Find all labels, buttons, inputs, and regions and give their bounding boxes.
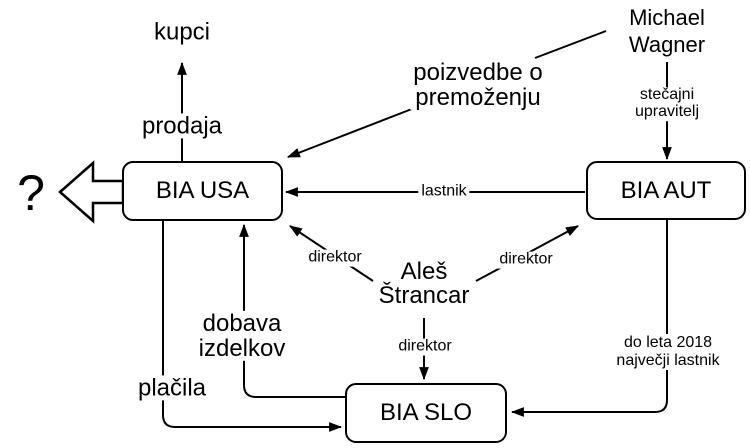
- block-arrow-to-unknown: [58, 160, 125, 224]
- edge-dobava-izdelkov-line: [239, 223, 345, 398]
- node-question-mark: ?: [17, 164, 45, 221]
- edge-label-dobava-izdelkov: dobava izdelkov: [195, 311, 289, 361]
- node-bia-slo-label: BIA SLO: [379, 399, 473, 426]
- edge-label-placila: plačila: [134, 375, 210, 401]
- node-kupci: kupci: [153, 18, 211, 46]
- edge-do-leta-line: [510, 220, 668, 417]
- edge-label-direktor-usa: direktor: [305, 249, 365, 267]
- edge-label-lastnik: lastnik: [418, 183, 470, 201]
- edge-label-poizvedbe-o-premozenju: poizvedbe o premoženju: [410, 60, 546, 110]
- edge-label-do-leta-2018: do leta 2018 največji lastnik: [613, 334, 723, 370]
- node-bia-aut-label: BIA AUT: [620, 176, 712, 204]
- node-bia-slo: BIA SLO: [345, 383, 507, 443]
- node-michael-wagner: Michael Wagner: [628, 5, 706, 57]
- node-bia-usa-label: BIA USA: [155, 177, 250, 204]
- edge-poizvedbe-segment-2: [286, 106, 418, 158]
- edge-label-stecajni-upravitelj: stečajni upravitelj: [631, 86, 703, 121]
- edge-label-direktor-aut: direktor: [496, 251, 556, 269]
- edge-label-direktor-slo: direktor: [395, 338, 455, 356]
- node-ales-strancar: Aleš Štrancar: [378, 258, 470, 309]
- edge-poizvedbe-segment-1: [534, 30, 607, 59]
- node-bia-aut: BIA AUT: [586, 161, 746, 220]
- edge-label-prodaja: prodaja: [138, 113, 226, 139]
- node-bia-usa: BIA USA: [122, 161, 283, 221]
- edge-placila-line: [162, 221, 343, 432]
